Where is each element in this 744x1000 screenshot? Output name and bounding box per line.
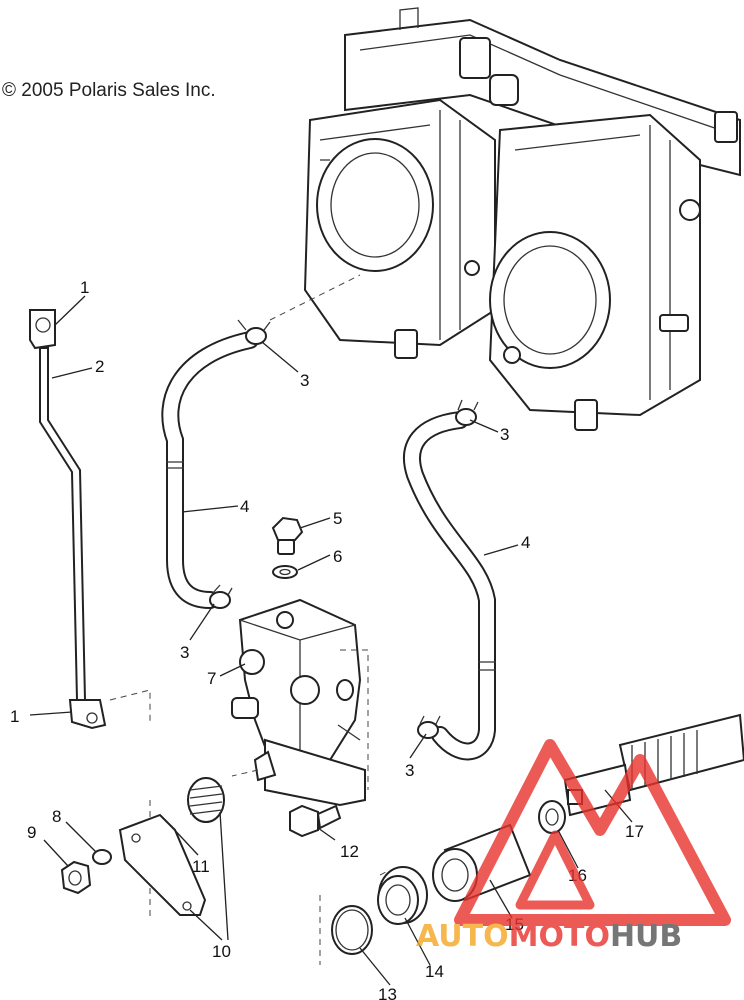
watermark-inner-triangle-icon [515, 830, 595, 910]
callout-3-lower: 3 [405, 761, 414, 780]
hex-nut [60, 860, 92, 895]
callout-17: 17 [625, 822, 644, 841]
pump-gasket-plate [118, 813, 207, 916]
carburetor-assembly [303, 7, 741, 431]
callout-4-right: 4 [521, 533, 530, 552]
callout-3-upper-left: 3 [300, 371, 309, 390]
hose-clamp [209, 584, 233, 609]
callout-3-upper-right: 3 [500, 425, 509, 444]
lock-washer [92, 849, 112, 865]
watermark-text-moto: MOTO [509, 919, 610, 954]
watermark-logo: AUTOMOTOHUB [416, 739, 731, 954]
fuel-hose-left [161, 319, 271, 609]
leader-lines [29, 295, 633, 986]
pump-spring [187, 777, 225, 823]
callout-5: 5 [333, 509, 342, 528]
hose-clamp [237, 319, 271, 345]
callout-4-left: 4 [240, 497, 249, 516]
callout-7: 7 [207, 669, 216, 688]
watermark-triangle-icon [454, 739, 731, 926]
callout-8: 8 [52, 807, 61, 826]
fuel-pump [231, 598, 366, 807]
shaft-spacer [377, 866, 428, 925]
watermark-text: AUTOMOTOHUB [416, 919, 682, 954]
watermark-text-auto: AUTO [416, 919, 509, 954]
alignment-line [379, 869, 391, 876]
hose-clamp [417, 715, 441, 739]
shaft-seal [538, 800, 566, 834]
callout-2: 2 [95, 357, 104, 376]
callout-1-top: 1 [80, 278, 89, 297]
callout-14: 14 [425, 962, 444, 981]
watermark-text-hub: HUB [610, 919, 682, 954]
mounting-bolt [289, 804, 342, 838]
alignment-line [109, 689, 151, 725]
o-ring [331, 905, 373, 955]
alignment-line [231, 769, 259, 777]
fuel-pump-bracket [29, 309, 107, 730]
callout-9: 9 [27, 823, 36, 842]
callout-13: 13 [378, 985, 397, 1000]
alignment-line [340, 649, 369, 790]
callout-11: 11 [192, 857, 210, 876]
callout-3-pump: 3 [180, 643, 189, 662]
callout-12: 12 [340, 842, 359, 861]
callout-10: 10 [212, 942, 231, 961]
callout-6: 6 [333, 547, 342, 566]
banjo-bolt [271, 516, 304, 555]
callout-1-bottom: 1 [10, 707, 19, 726]
alignment-line [269, 274, 361, 321]
hose-clamp [455, 399, 479, 426]
copyright-notice: © 2005 Polaris Sales Inc. [2, 80, 216, 101]
fuel-hose-right [403, 399, 496, 761]
sealing-washer [272, 565, 298, 579]
